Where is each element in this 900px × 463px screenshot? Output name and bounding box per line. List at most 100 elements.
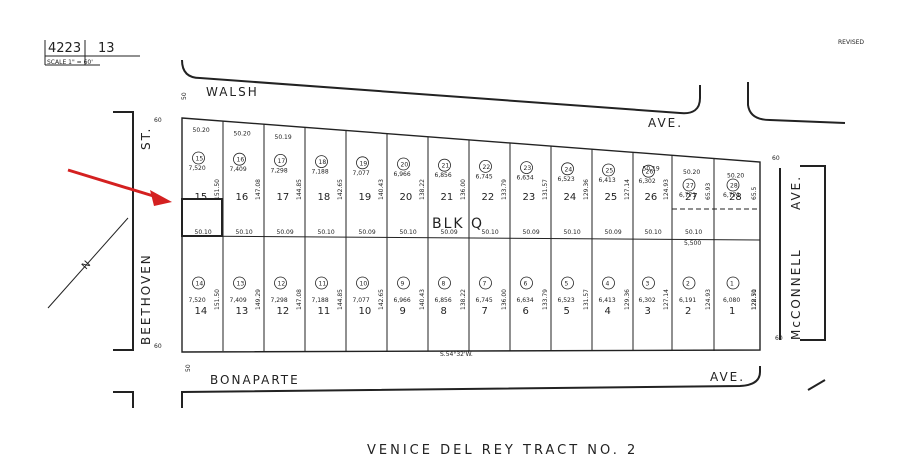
lot-number: 4	[605, 306, 611, 317]
map-header: 4223 13 SCALE 1" = 60' REVISED	[44, 39, 864, 66]
lot-depth: 151.50	[214, 289, 221, 310]
lot-number-circle	[356, 276, 369, 290]
middle-frontage: 50.10	[564, 229, 581, 236]
walsh-street-label: WALSH	[206, 85, 259, 99]
middle-frontage: 50.10	[645, 229, 662, 236]
lot-number-circle	[642, 164, 655, 178]
lot-area: 6,413	[599, 297, 616, 304]
lot-number: 26	[645, 192, 658, 203]
lot-area: 6,634	[517, 297, 534, 304]
walsh-ave-suffix: AVE.	[648, 116, 683, 130]
lot-area: 7,077	[353, 297, 370, 304]
lot-number-circle	[233, 276, 246, 290]
lot-number: 5	[564, 306, 570, 317]
lot-number-circle	[682, 178, 696, 192]
south-lot: 12 7,298 12 147.08	[271, 276, 303, 317]
lot-circle-number: 17	[278, 158, 286, 165]
lot-depth: 136.00	[460, 179, 467, 200]
lot-circle-number: 21	[442, 163, 450, 170]
lot-depth: 147.08	[255, 179, 262, 200]
lot-number: 15	[195, 192, 208, 203]
lot-circle-number: 13	[237, 281, 245, 288]
lot-circle-number: 8	[442, 281, 446, 288]
lot-area: 6,771	[679, 192, 696, 199]
lot-circle-number: 4	[606, 281, 610, 288]
middle-frontage: 50.09	[605, 229, 622, 236]
lot-area: 6,191	[679, 297, 696, 304]
lot-depth: 147.08	[296, 289, 303, 310]
lot-number: 11	[318, 306, 331, 317]
lot-depth: 124.93	[705, 289, 712, 310]
lot-number: 21	[441, 192, 454, 203]
lot-number-circle	[438, 276, 451, 290]
lot-frontage: 50.20	[234, 131, 251, 138]
lot-depth: 131.57	[583, 289, 590, 310]
map-page-number: 13	[98, 41, 115, 56]
lot-number-circle	[726, 276, 740, 290]
lot-number-circle	[479, 159, 492, 173]
lot-area: 6,302	[639, 297, 656, 304]
lot-number-circle	[682, 276, 696, 290]
lot-number-circle	[520, 161, 533, 175]
lot-circle-number: 14	[196, 281, 204, 288]
lot-number-circle	[520, 276, 533, 290]
mcconnell-ave-street	[779, 165, 826, 391]
lot-circle-number: 22	[483, 164, 491, 171]
lot-area: 6,302	[639, 178, 656, 185]
lot-frontage: 50.19	[275, 134, 292, 141]
lot-circle-number: 12	[278, 281, 286, 288]
middle-frontage: 50.10	[236, 229, 253, 236]
north-arrow: N	[47, 217, 129, 309]
south-lots: 147,52014151.50137,40913149.29127,298121…	[189, 276, 758, 317]
lot-depth: 142.65	[378, 289, 385, 310]
lot-area: 6,745	[476, 297, 493, 304]
lot-number: 22	[482, 192, 495, 203]
lot-area: 6,966	[394, 297, 411, 304]
lot-depth: 140.43	[378, 179, 385, 200]
lot-depth: 129.36	[624, 289, 631, 310]
lot-number-circle	[233, 152, 246, 166]
lot-circle-number: 20	[401, 162, 409, 169]
lot-number-circle	[192, 276, 205, 290]
lot-number: 6	[523, 306, 529, 317]
lot-number-circle	[561, 162, 574, 176]
lot-area: 6,080	[723, 297, 740, 304]
lot-frontage: 50.20	[683, 169, 700, 176]
lot-number-circle	[438, 158, 451, 172]
map-scale: SCALE 1" = 60'	[47, 59, 93, 66]
map-book-number: 4223	[48, 41, 81, 56]
lot-number: 20	[400, 192, 413, 203]
lot-number-circle	[602, 163, 615, 177]
lot-area: 7,298	[271, 297, 288, 304]
lot-number-circle	[397, 276, 410, 290]
lot-circle-number: 28	[730, 183, 738, 190]
lot-number: 12	[277, 306, 290, 317]
lot-area: 7,188	[312, 169, 329, 176]
lot-area: 7,409	[230, 166, 247, 173]
lot-depth: 65.5	[751, 186, 758, 200]
middle-frontage: 50.09	[441, 229, 458, 236]
south-lot: 4 6,413 4 129.36	[599, 276, 631, 317]
lot-circle-number: 18	[319, 159, 327, 166]
lot-circle-number: 25	[606, 168, 614, 175]
middle-frontage: 50.10	[685, 229, 702, 236]
lot-area: 7,077	[353, 170, 370, 177]
lot-number-circle	[479, 276, 492, 290]
lot-number-circle	[642, 276, 655, 290]
lot-circle-number: 10	[360, 281, 368, 288]
lot-depth: 129.36	[583, 179, 590, 200]
lot-depth: 151.50	[214, 179, 221, 200]
lot-number: 19	[359, 192, 372, 203]
lot-area: 6,856	[435, 297, 452, 304]
